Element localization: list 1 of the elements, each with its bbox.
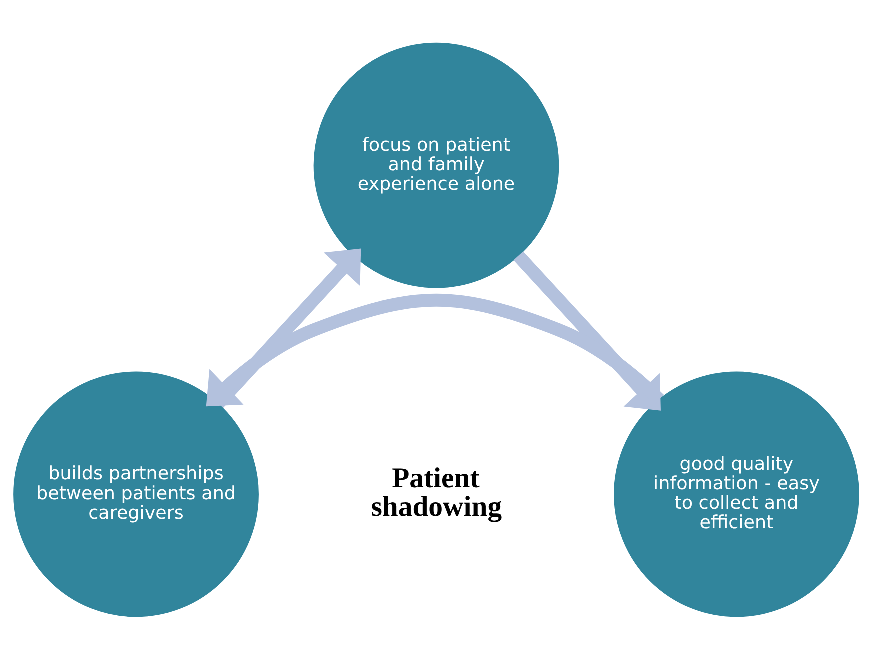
label: Patient shadowing <box>370 462 502 523</box>
